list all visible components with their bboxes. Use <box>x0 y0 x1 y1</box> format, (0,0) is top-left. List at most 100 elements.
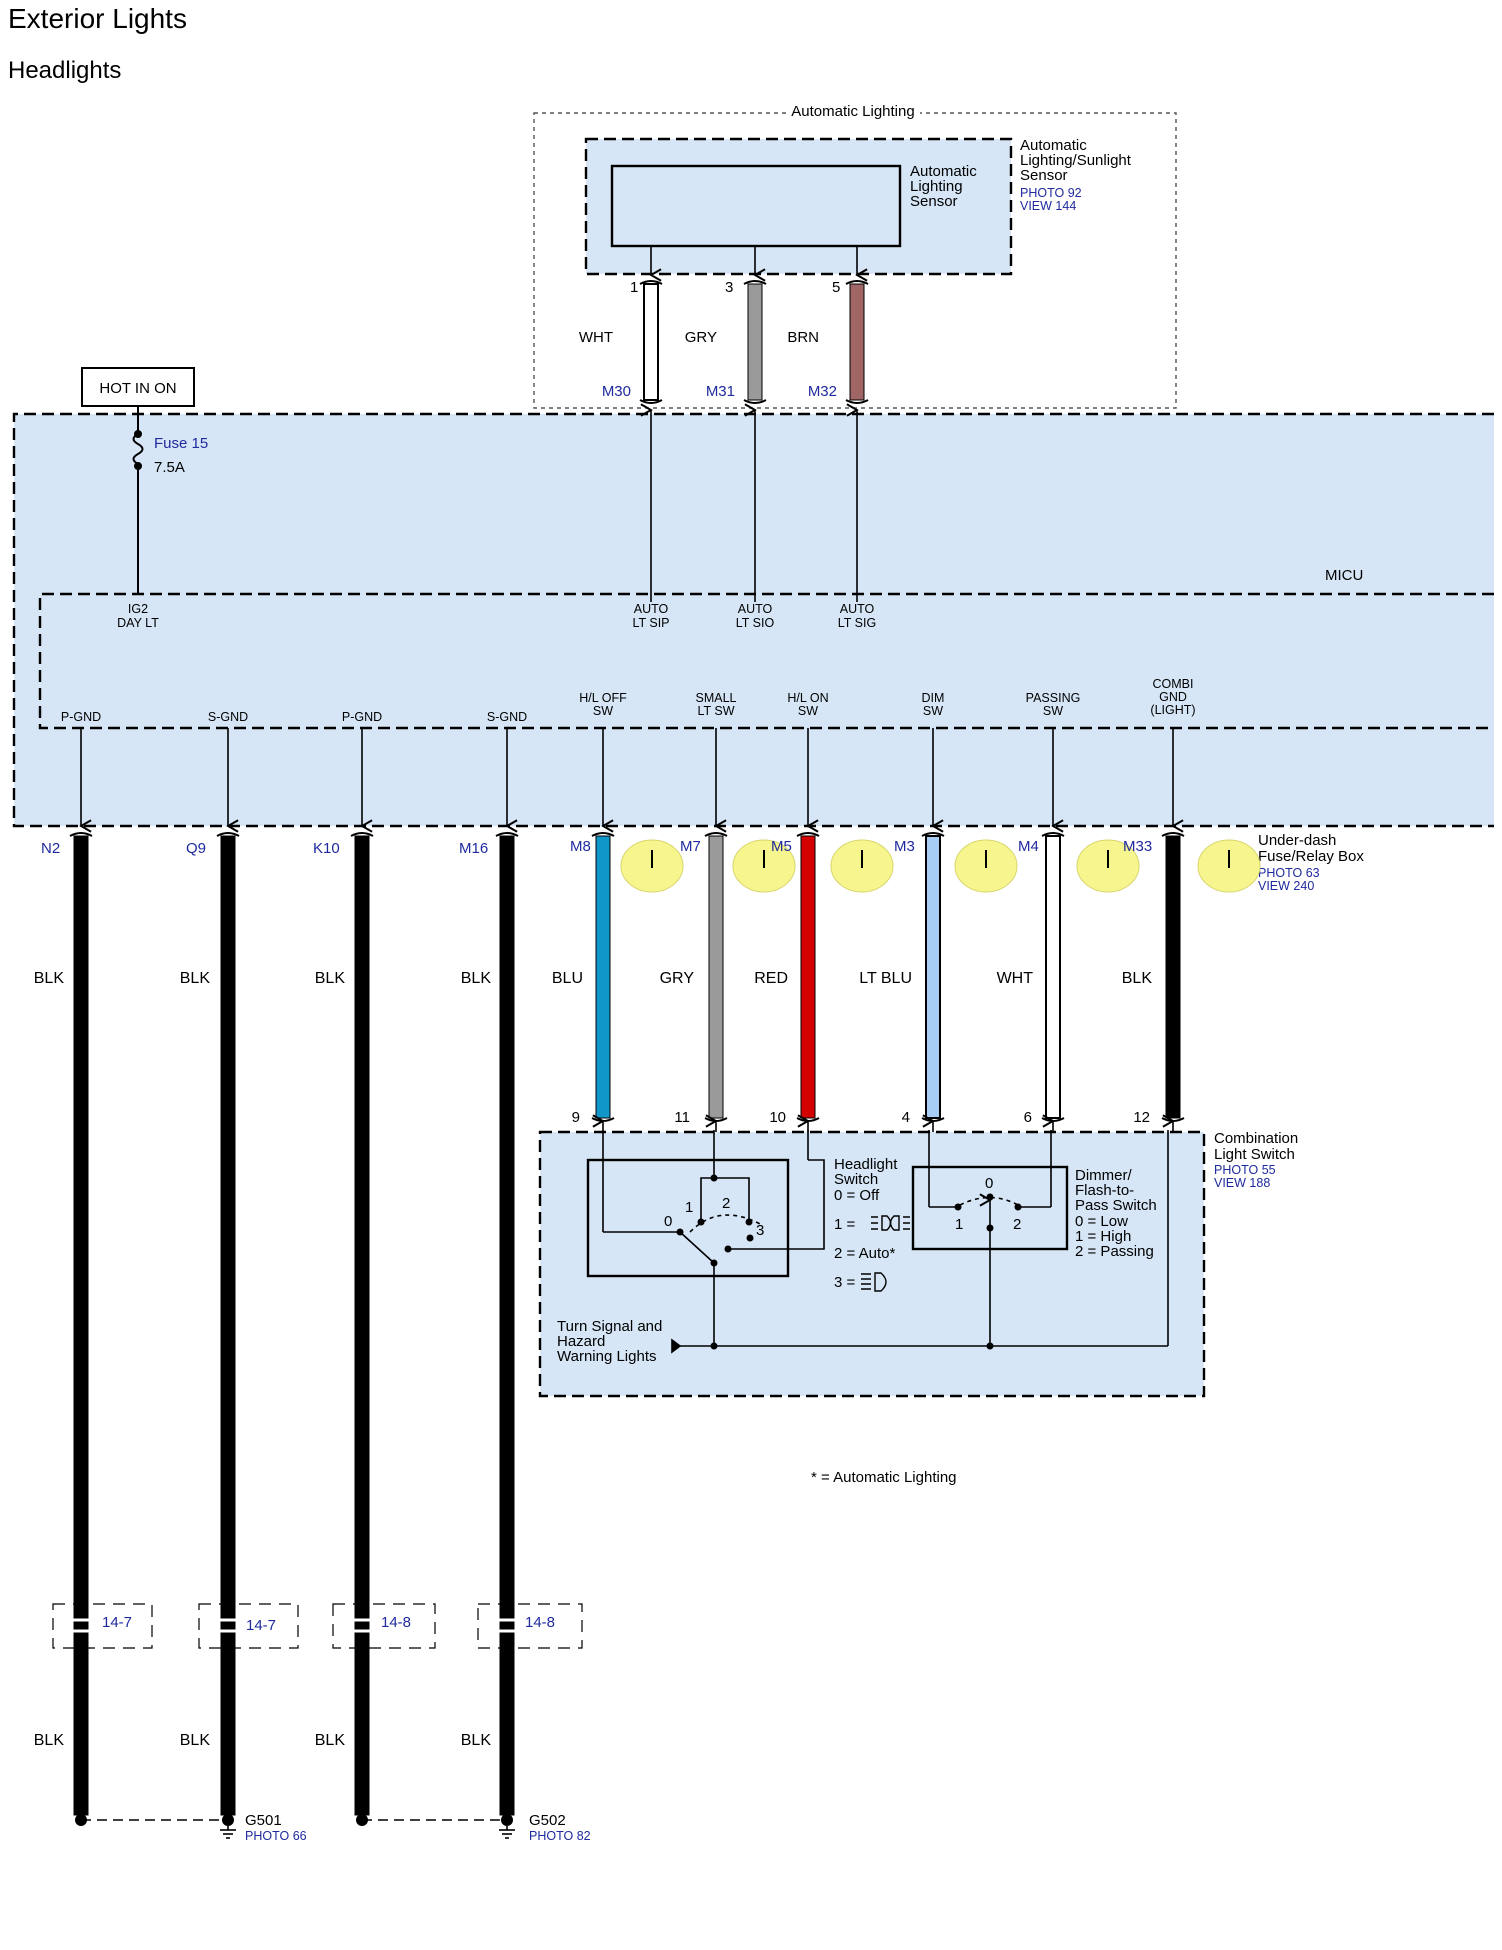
connector-m5[interactable]: M5 <box>771 838 792 855</box>
junction-14-7-a <box>52 1603 153 1649</box>
wire-color-q9: BLK <box>180 970 211 987</box>
high-beam-icon <box>861 1272 887 1292</box>
combination-switch-ground-bus <box>671 1130 1169 1354</box>
terminal-passing-2: SW <box>1043 704 1063 718</box>
wire-color-m3: LT BLU <box>859 970 912 987</box>
main-wires <box>69 832 1185 1816</box>
dimmer-switch-contacts <box>928 1130 1052 1346</box>
terminal-s-gnd-2: S-GND <box>487 710 527 724</box>
terminal-auto-sig-2: LT SIG <box>838 616 876 630</box>
terminal-p-gnd-2: P-GND <box>342 710 382 724</box>
switch-pin-11: 11 <box>674 1109 690 1126</box>
turn-signal-label-3: Warning Lights <box>557 1348 657 1365</box>
wire-color-m16: BLK <box>461 970 492 987</box>
terminal-auto-sig-1: AUTO <box>840 602 875 616</box>
group-label-bg <box>788 101 920 121</box>
wire-color-n2: BLK <box>34 970 65 987</box>
dim-contact-1: 1 <box>955 1216 963 1233</box>
connector-m33[interactable]: M33 <box>1123 838 1152 855</box>
connector-k10[interactable]: K10 <box>313 840 340 857</box>
junction-label-4[interactable]: 14-8 <box>525 1614 555 1631</box>
inner-sensor-name-2: Lighting <box>910 178 963 195</box>
wire-m4 <box>1041 832 1065 1132</box>
turn-signal-label-2: Hazard <box>557 1333 605 1350</box>
junction-label-3[interactable]: 14-8 <box>381 1614 411 1631</box>
micu-box <box>38 592 1494 730</box>
ground-g501-photo-link[interactable]: PHOTO 66 <box>245 1829 307 1843</box>
terminal-small-2: LT SW <box>697 704 734 718</box>
sensor-internal-leads <box>651 246 857 275</box>
terminal-dim-1: DIM <box>922 691 945 705</box>
sensor-wires <box>639 280 869 404</box>
connector-q9[interactable]: Q9 <box>186 840 206 857</box>
inner-sensor-name-3: Sensor <box>910 193 958 210</box>
highlight-m33 <box>1197 839 1261 893</box>
headlight-switch-box <box>586 1158 790 1278</box>
terminal-combi-2: GND <box>1159 690 1187 704</box>
terminal-combi-3: (LIGHT) <box>1150 703 1195 717</box>
hl-contact-2: 2 <box>722 1195 730 1212</box>
wire-m33 <box>1161 832 1185 1132</box>
lower-wire-color-4: BLK <box>461 1732 492 1749</box>
low-beam-icon <box>871 1215 910 1231</box>
wire-m3 <box>921 832 945 1132</box>
combo-switch-view-link[interactable]: VIEW 188 <box>1214 1176 1270 1190</box>
underdash-photo-link[interactable]: PHOTO 63 <box>1258 866 1320 880</box>
wire-color-k10: BLK <box>315 970 346 987</box>
terminal-dim-2: SW <box>923 704 943 718</box>
terminal-s-gnd-1: S-GND <box>208 710 248 724</box>
connector-m31[interactable]: M31 <box>706 383 735 400</box>
hl-contact-1: 1 <box>685 1199 693 1216</box>
highlight-m7 <box>732 839 796 893</box>
micu-bottom-terminals: P-GND S-GND P-GND S-GND H/L OFF SW SMALL… <box>61 677 1196 724</box>
highlight-m5 <box>830 839 894 893</box>
terminal-ig2: IG2 <box>128 602 148 616</box>
combo-switch-name-1: Combination <box>1214 1130 1298 1147</box>
sensor-unit-name-1: Automatic <box>1020 137 1087 154</box>
dimmer-title-3: Pass Switch <box>1075 1197 1157 1214</box>
wire-q9 <box>216 832 240 1816</box>
sensor-photo-link[interactable]: PHOTO 92 <box>1020 186 1082 200</box>
terminal-auto-sip-2: LT SIP <box>632 616 669 630</box>
wire-m5 <box>796 832 820 1132</box>
fuse-rating: 7.5A <box>154 459 185 476</box>
fuse-15-label[interactable]: Fuse 15 <box>154 435 208 452</box>
terminal-hl-on-2: SW <box>798 704 818 718</box>
switch-pin-numbers: 9 11 10 4 6 12 <box>572 1109 1150 1126</box>
connector-m7[interactable]: M7 <box>680 838 701 855</box>
combination-light-switch <box>538 1130 1206 1398</box>
connector-m30[interactable]: M30 <box>602 383 631 400</box>
wire-color-gry-sensor: GRY <box>685 329 717 346</box>
terminal-hl-off-1: H/L OFF <box>579 691 627 705</box>
connector-n2[interactable]: N2 <box>41 840 60 857</box>
connector-m8[interactable]: M8 <box>570 838 591 855</box>
inner-sensor-name-1: Automatic <box>910 163 977 180</box>
switch-pin-12: 12 <box>1133 1109 1150 1126</box>
footnote: * = Automatic Lighting <box>811 1469 957 1486</box>
connector-m3[interactable]: M3 <box>894 838 915 855</box>
wire-color-wht-sensor: WHT <box>579 329 613 346</box>
headlight-switch-contacts <box>602 1130 825 1346</box>
dim-contact-0: 0 <box>985 1175 993 1192</box>
dimmer-switch-dots <box>954 1193 1022 1232</box>
connector-m16[interactable]: M16 <box>459 840 488 857</box>
junction-label-1[interactable]: 14-7 <box>102 1614 132 1631</box>
underdash-name-2: Fuse/Relay Box <box>1258 848 1364 865</box>
underdash-view-link[interactable]: VIEW 240 <box>1258 879 1314 893</box>
terminal-auto-sio-2: LT SIO <box>736 616 775 630</box>
hl-switch-title-1: Headlight <box>834 1156 898 1173</box>
sensor-pin-5: 5 <box>832 279 840 296</box>
ground-g502-photo-link[interactable]: PHOTO 82 <box>529 1829 591 1843</box>
sensor-view-link[interactable]: VIEW 144 <box>1020 199 1076 213</box>
connector-m4[interactable]: M4 <box>1018 838 1039 855</box>
wire-m8 <box>591 832 615 1132</box>
ground-dots <box>75 1814 513 1826</box>
combo-switch-photo-link[interactable]: PHOTO 55 <box>1214 1163 1276 1177</box>
dimmer-position-2: 2 = Passing <box>1075 1243 1154 1260</box>
wire-color-m8: BLU <box>552 970 583 987</box>
micu-terminal-leads <box>81 728 1173 826</box>
terminal-small-1: SMALL <box>696 691 737 705</box>
junction-label-2[interactable]: 14-7 <box>246 1617 276 1634</box>
hl-contact-0: 0 <box>664 1213 672 1230</box>
connector-m32[interactable]: M32 <box>808 383 837 400</box>
